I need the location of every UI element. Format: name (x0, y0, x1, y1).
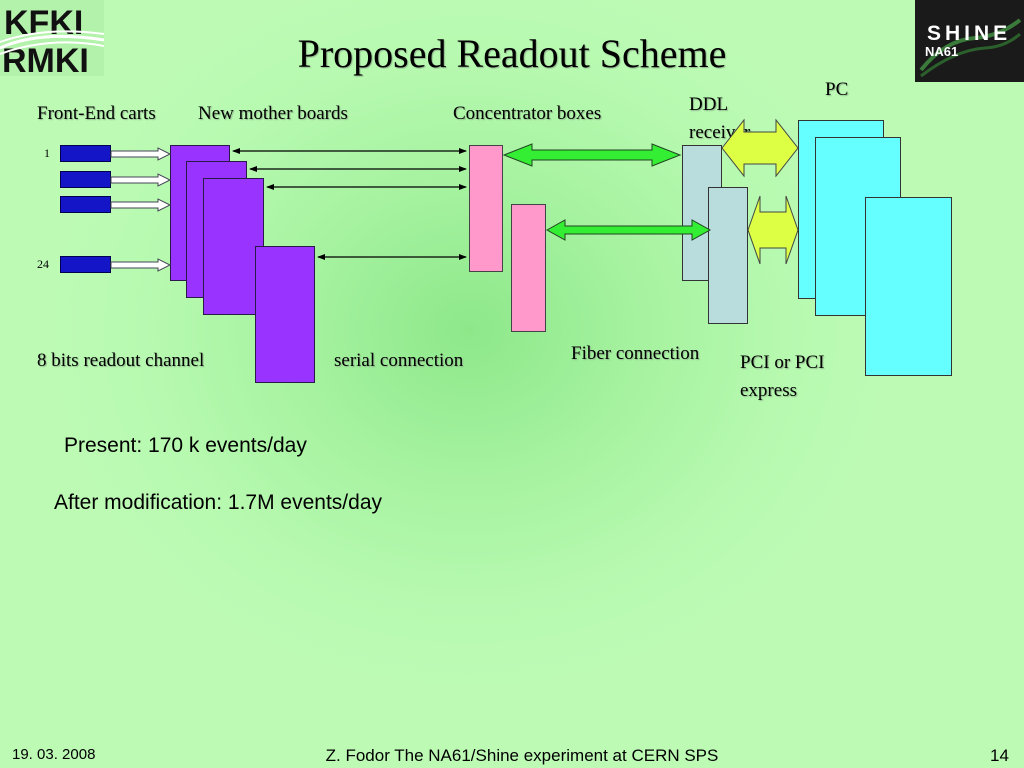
shine-na61-logo: SHINE NA61 (915, 0, 1024, 82)
fe-arrow-24 (110, 258, 172, 272)
logo-na61-text: NA61 (925, 44, 958, 59)
label-concentrator-boxes: Concentrator boxes (453, 103, 602, 124)
fiber-arrow-2 (545, 219, 712, 241)
fe-arrow-2 (110, 173, 172, 187)
pci-arrow-2 (747, 195, 799, 265)
label-pci: PCI or PCI (740, 352, 825, 373)
logo-shine-text: SHINE (927, 22, 1011, 45)
mother-board-4 (255, 246, 315, 383)
label-serial-connection: serial connection (334, 350, 464, 371)
ddl-receiver-2 (708, 187, 748, 324)
kfki-logo-graphic: KFKI RMKI (0, 4, 104, 76)
fe-arrow-1 (110, 147, 172, 161)
page-title: Proposed Readout Scheme (297, 31, 727, 76)
page-number: 14 (990, 746, 1009, 765)
footer-date: 19. 03. 2008 (12, 746, 96, 763)
front-end-arrows (110, 147, 172, 272)
stat-after-modification: After modification: 1.7M events/day (54, 491, 382, 514)
label-readout-channel: 8 bits readout channel (37, 350, 205, 371)
fiber-arrow-1 (502, 143, 682, 167)
label-fiber-connection: Fiber connection (571, 343, 700, 364)
logo-rmki-text: RMKI (2, 42, 89, 76)
label-front-end-carts: Front-End carts (37, 103, 156, 124)
label-pc: PC (825, 79, 849, 100)
pci-arrow-1 (721, 118, 799, 178)
card-number-first: 1 (44, 146, 50, 160)
concentrator-box-1 (469, 145, 503, 272)
serial-connection-lines (232, 148, 467, 260)
concentrator-box-2 (511, 204, 546, 332)
label-mother-boards: New mother boards (198, 103, 348, 124)
shine-logo-graphic: SHINE NA61 (915, 0, 1024, 82)
pc-box-3 (865, 197, 952, 376)
stat-present: Present: 170 k events/day (64, 434, 307, 457)
mother-board-3 (203, 178, 264, 315)
label-pci-express: express (740, 380, 797, 401)
kfki-rmki-logo: KFKI RMKI (0, 0, 104, 76)
fe-arrow-3 (110, 198, 172, 212)
label-ddl: DDL (689, 94, 729, 115)
footer-title: Z. Fodor The NA61/Shine experiment at CE… (325, 746, 719, 765)
card-number-last: 24 (37, 257, 49, 271)
